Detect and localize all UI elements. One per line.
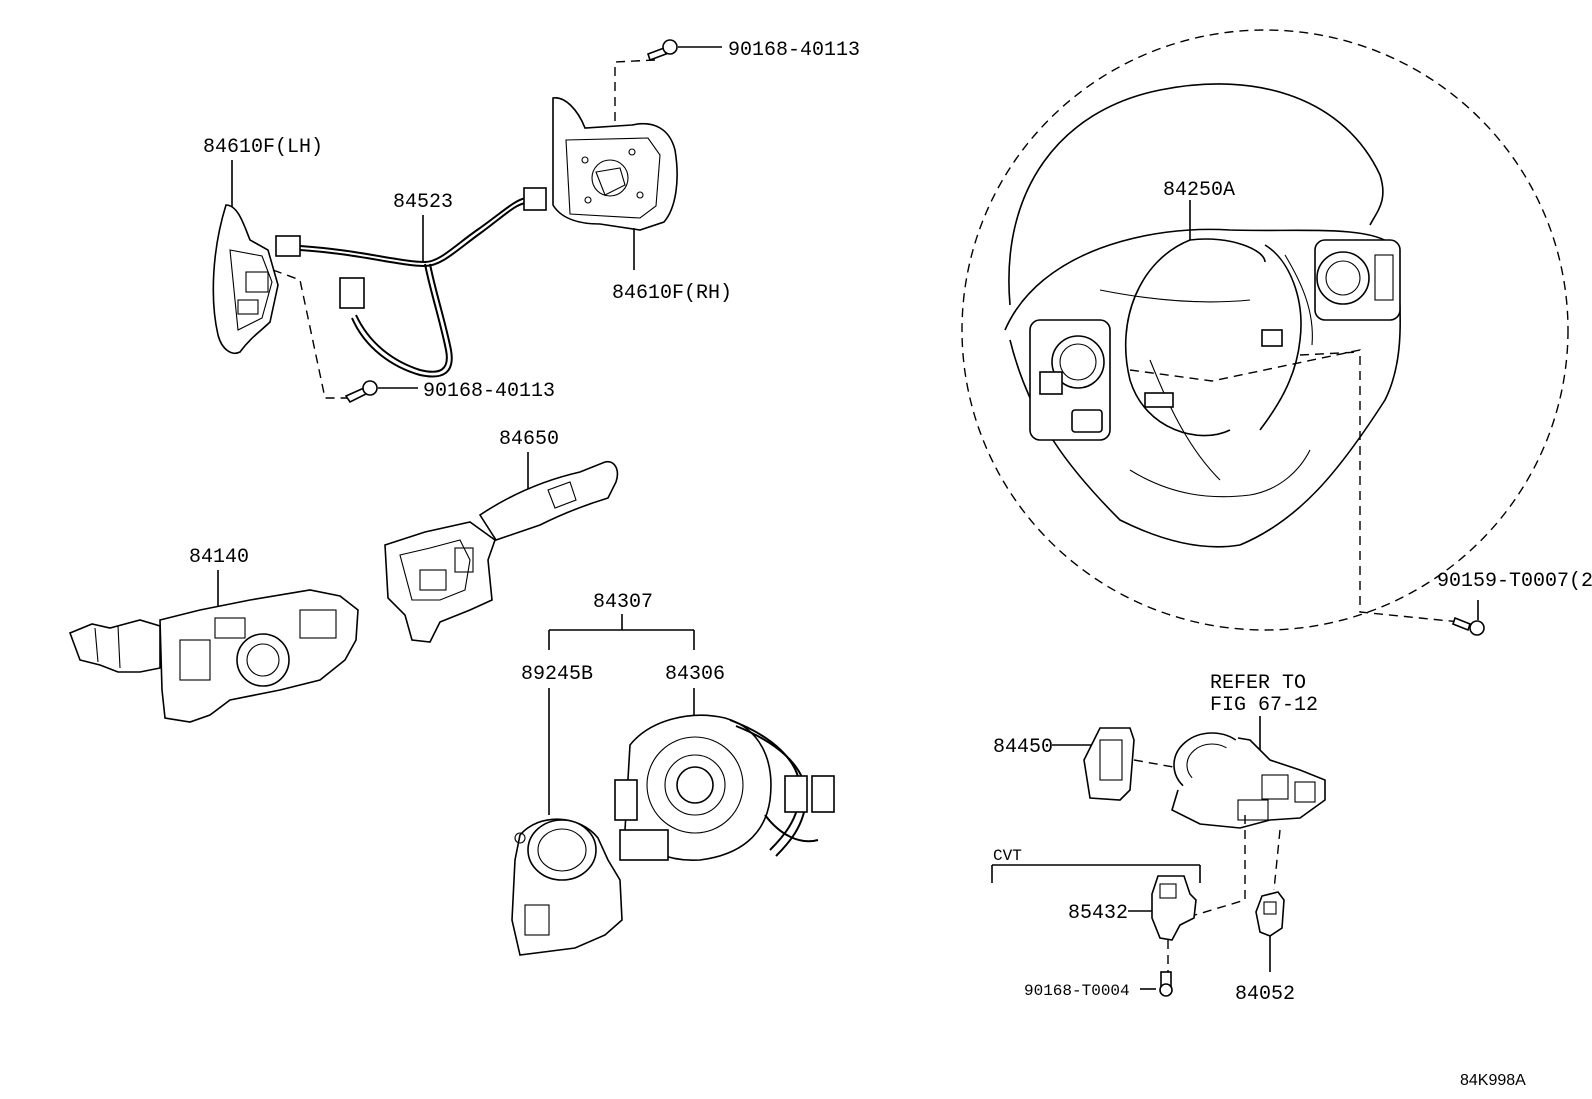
label-84523: 84523 [393, 191, 453, 214]
screw-icon [344, 380, 418, 404]
part-85432 [1151, 875, 1197, 941]
label-84250A: 84250A [1163, 179, 1235, 202]
label-84650: 84650 [499, 428, 559, 451]
ignition-switch-housing [1171, 732, 1326, 829]
steering-angle-sensor-89245B [511, 818, 623, 956]
screw-icon [1452, 600, 1485, 636]
label-84306: 84306 [665, 663, 725, 686]
label-84610F-LH: 84610F(LH) [203, 136, 323, 159]
screw-icon [646, 39, 722, 62]
label-cvt: CVT [993, 847, 1022, 865]
lh-steering-pad-switch [212, 204, 279, 354]
label-90168-40113-bottom: 90168-40113 [423, 380, 555, 403]
label-84307: 84307 [593, 591, 653, 614]
screw-icon [1159, 971, 1173, 997]
label-refer-to-2: FIG 67-12 [1210, 694, 1318, 717]
label-85432: 85432 [1068, 902, 1128, 925]
headlamp-switch-84140 [68, 589, 359, 723]
wire-harness-84523 [275, 187, 547, 378]
rh-steering-pad-switch [552, 97, 678, 231]
label-90168-40113-top: 90168-40113 [728, 39, 860, 62]
label-90168-T0004: 90168-T0004 [1024, 982, 1130, 1000]
spiral-cable-84306 [614, 714, 835, 861]
part-84052 [1255, 891, 1285, 937]
wiper-switch-84650 [384, 460, 619, 643]
label-90159-T0007: 90159-T0007(2) [1437, 570, 1592, 593]
label-84450: 84450 [993, 736, 1053, 759]
label-84140: 84140 [189, 546, 249, 569]
label-refer-to-1: REFER TO [1210, 672, 1306, 695]
diagram-code: 84K998A [1460, 1072, 1526, 1089]
steering-wheel-84250A [961, 29, 1569, 631]
label-84610F-RH: 84610F(RH) [612, 282, 732, 305]
label-84052: 84052 [1235, 983, 1295, 1006]
label-89245B: 89245B [521, 663, 593, 686]
part-84450 [1083, 727, 1135, 801]
